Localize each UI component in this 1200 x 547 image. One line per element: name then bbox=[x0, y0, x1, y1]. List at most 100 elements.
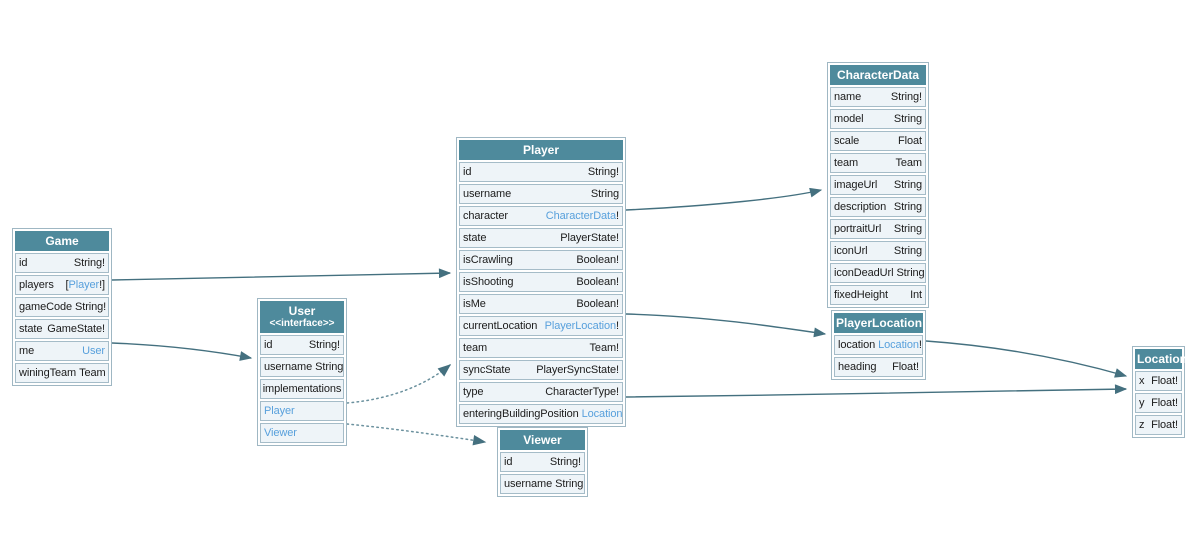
field-name: scale bbox=[834, 135, 860, 148]
field-name: team bbox=[463, 342, 488, 355]
type-text: Float! bbox=[1151, 375, 1178, 388]
field-name: id bbox=[504, 456, 513, 469]
field-name: me bbox=[19, 345, 35, 358]
label-text: implementations bbox=[262, 383, 342, 396]
field-name: name bbox=[834, 91, 862, 104]
field-row-iconUrl[interactable]: iconUrl String bbox=[830, 241, 926, 262]
field-name: iconUrl bbox=[834, 245, 868, 258]
type-text: Team bbox=[79, 367, 106, 380]
field-row-players[interactable]: players[Player!] bbox=[15, 275, 109, 296]
entity-title: User bbox=[288, 304, 316, 318]
type-link[interactable]: Location bbox=[581, 408, 623, 421]
field-name: winingTeam bbox=[19, 367, 77, 380]
field-type: Float! bbox=[1151, 374, 1178, 388]
edge-playerlocation-location-to-location bbox=[925, 340, 1128, 378]
field-name: fixedHeight bbox=[834, 289, 888, 302]
type-text: Boolean! bbox=[576, 298, 619, 311]
field-row-id[interactable]: id String! bbox=[500, 452, 585, 473]
implementations-label: implementations bbox=[260, 379, 344, 400]
edge-game-me-to-user bbox=[111, 342, 253, 361]
field-name: isCrawling bbox=[463, 254, 513, 267]
implementation-link-Player[interactable]: Player bbox=[260, 401, 344, 422]
edge-game-players-to-player bbox=[111, 268, 452, 281]
field-type: String bbox=[591, 187, 619, 201]
field-name: state bbox=[463, 232, 487, 245]
field-type: String bbox=[894, 244, 922, 258]
type-link[interactable]: PlayerLocation bbox=[544, 320, 617, 333]
field-type: String bbox=[894, 200, 922, 214]
type-link[interactable]: CharacterData bbox=[545, 210, 617, 223]
field-type: User bbox=[82, 344, 105, 358]
type-text: String bbox=[893, 179, 922, 192]
field-name: description bbox=[834, 201, 887, 214]
implementation-link-Viewer[interactable]: Viewer bbox=[260, 423, 344, 444]
field-row-name[interactable]: name String! bbox=[830, 87, 926, 108]
entity-header: Game bbox=[15, 231, 109, 252]
type-link[interactable]: Player bbox=[68, 279, 100, 292]
field-name: portraitUrl bbox=[834, 223, 882, 236]
type-text: ! bbox=[616, 320, 619, 333]
field-name: enteringBuildingPosition bbox=[463, 408, 579, 421]
field-name: y bbox=[1139, 397, 1145, 410]
type-link[interactable]: Location bbox=[878, 339, 919, 352]
link-text[interactable]: Player bbox=[264, 405, 295, 418]
field-row-scale[interactable]: scale Float bbox=[830, 131, 926, 152]
field-type: String! bbox=[891, 90, 922, 104]
field-row-me[interactable]: me User bbox=[15, 341, 109, 362]
field-type: Float! bbox=[1151, 418, 1178, 432]
type-text: ! bbox=[918, 339, 922, 352]
field-type: String bbox=[894, 112, 922, 126]
field-row-description[interactable]: description String bbox=[830, 197, 926, 218]
type-text: Float bbox=[898, 135, 922, 148]
link-text[interactable]: Viewer bbox=[264, 427, 297, 440]
entity-header: CharacterData bbox=[830, 65, 926, 86]
type-text: String! bbox=[308, 339, 340, 352]
type-text: String bbox=[893, 245, 922, 258]
type-text: Team bbox=[895, 157, 923, 170]
type-text: String! bbox=[587, 166, 619, 179]
type-link[interactable]: User bbox=[82, 345, 105, 358]
field-type: String! bbox=[550, 455, 581, 469]
type-text: String bbox=[893, 201, 922, 214]
